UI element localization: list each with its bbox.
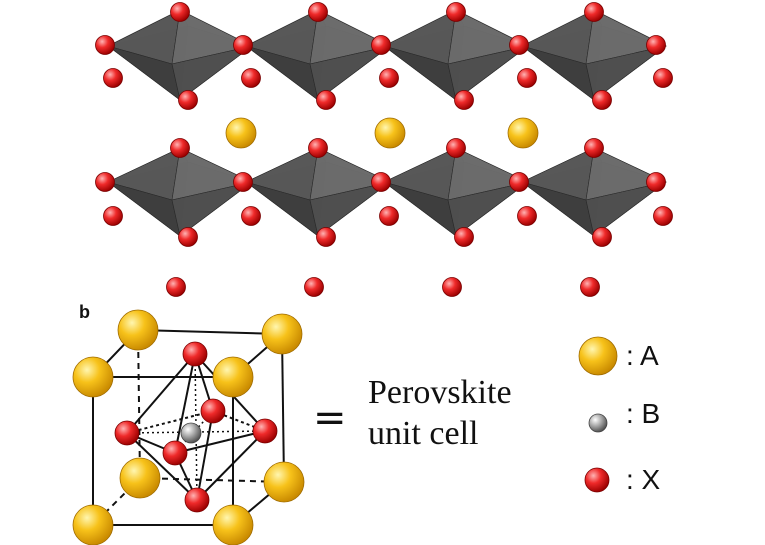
a-site-sphere [261,313,303,355]
x-site-sphere [114,420,140,446]
x-site-sphere [646,172,666,192]
x-site-sphere [646,35,666,55]
perovskite-unit-cell [72,309,305,545]
a-site-sphere [225,117,257,149]
x-site-sphere [308,138,328,158]
octahedron [107,147,253,237]
octahedron [383,147,529,237]
octahedron-edge [126,410,214,434]
cube-edge [281,333,285,483]
panel-label-b: b [79,302,90,322]
a-site-sphere [507,117,539,149]
x-site-sphere [653,206,673,226]
x-site-sphere [166,277,186,297]
x-site-sphere [446,138,466,158]
x-site-sphere [379,68,399,88]
x-site-sphere [446,2,466,22]
legend-label-b: : B [626,398,661,429]
x-site-sphere [580,277,600,297]
x-site-sphere [316,227,336,247]
legend-label-a: : A [626,340,659,371]
x-site-sphere [517,206,537,226]
x-site-sphere [241,68,261,88]
legend-item-a: : A [578,336,659,376]
x-site-sphere [308,2,328,22]
octahedron [245,147,391,237]
cube-edge [137,329,141,479]
x-site-sphere [200,398,226,424]
octahedron [521,147,667,237]
octahedron-edge [174,353,196,454]
x-site-sphere [371,172,391,192]
unit-cell-caption: Perovskite unit cell [368,372,512,454]
x-site-sphere [442,277,462,297]
equals-sign: = [313,395,347,441]
b-site-sphere [180,422,202,444]
x-site-sphere [379,206,399,226]
x-site-sphere [178,227,198,247]
x-site-sphere [182,341,208,367]
a-site-sphere [263,461,305,503]
x-site-sphere [170,138,190,158]
legend-item-x: : X [578,460,660,500]
x-site-sphere [95,172,115,192]
legend-marker-b [588,413,608,433]
octahedron-axis [126,430,266,434]
a-site-sphere [212,504,254,545]
x-site-sphere [509,35,529,55]
a-site-sphere [72,356,114,398]
x-site-sphere [592,227,612,247]
x-site-sphere [371,35,391,55]
a-site-sphere [117,309,159,351]
x-site-sphere [304,277,324,297]
x-site-sphere [184,487,210,513]
octahedron-edge [126,353,196,434]
x-site-sphere [241,206,261,226]
a-site-sphere [212,356,254,398]
octahedron-axis [194,353,198,501]
x-site-sphere [584,138,604,158]
caption-line-2: unit cell [368,415,479,452]
x-site-sphere [178,90,198,110]
cube-edge [137,329,283,335]
x-site-sphere [103,206,123,226]
x-site-sphere [233,172,253,192]
octahedron-edge [196,430,266,501]
octahedron [245,9,391,101]
legend-item-b: : B [578,394,660,434]
legend-label-x: : X [626,464,661,495]
octahedron [383,9,529,101]
x-site-sphere [252,418,278,444]
x-site-sphere [592,90,612,110]
x-site-sphere [454,227,474,247]
x-site-sphere [517,68,537,88]
x-site-sphere [316,90,336,110]
x-site-sphere [584,2,604,22]
x-site-sphere [103,68,123,88]
a-site-sphere [72,504,114,545]
octahedron-edge [174,430,266,454]
x-site-sphere [653,68,673,88]
octahedron [107,9,253,101]
cube-edge [139,477,285,483]
x-site-sphere [509,172,529,192]
a-site-sphere [119,457,161,499]
octahedron-edge [126,432,198,501]
caption-line-1: Perovskite [368,374,512,411]
legend-marker-x [584,467,610,493]
x-site-sphere [233,35,253,55]
x-site-sphere [95,35,115,55]
x-site-sphere [170,2,190,22]
a-site-sphere [374,117,406,149]
legend-markers [578,336,618,493]
octahedron-edge [196,410,214,501]
legend-marker-a [578,336,618,376]
x-site-sphere [162,440,188,466]
perovskite-octahedral-lattice [95,2,673,297]
x-site-sphere [454,90,474,110]
octahedron [521,9,667,101]
